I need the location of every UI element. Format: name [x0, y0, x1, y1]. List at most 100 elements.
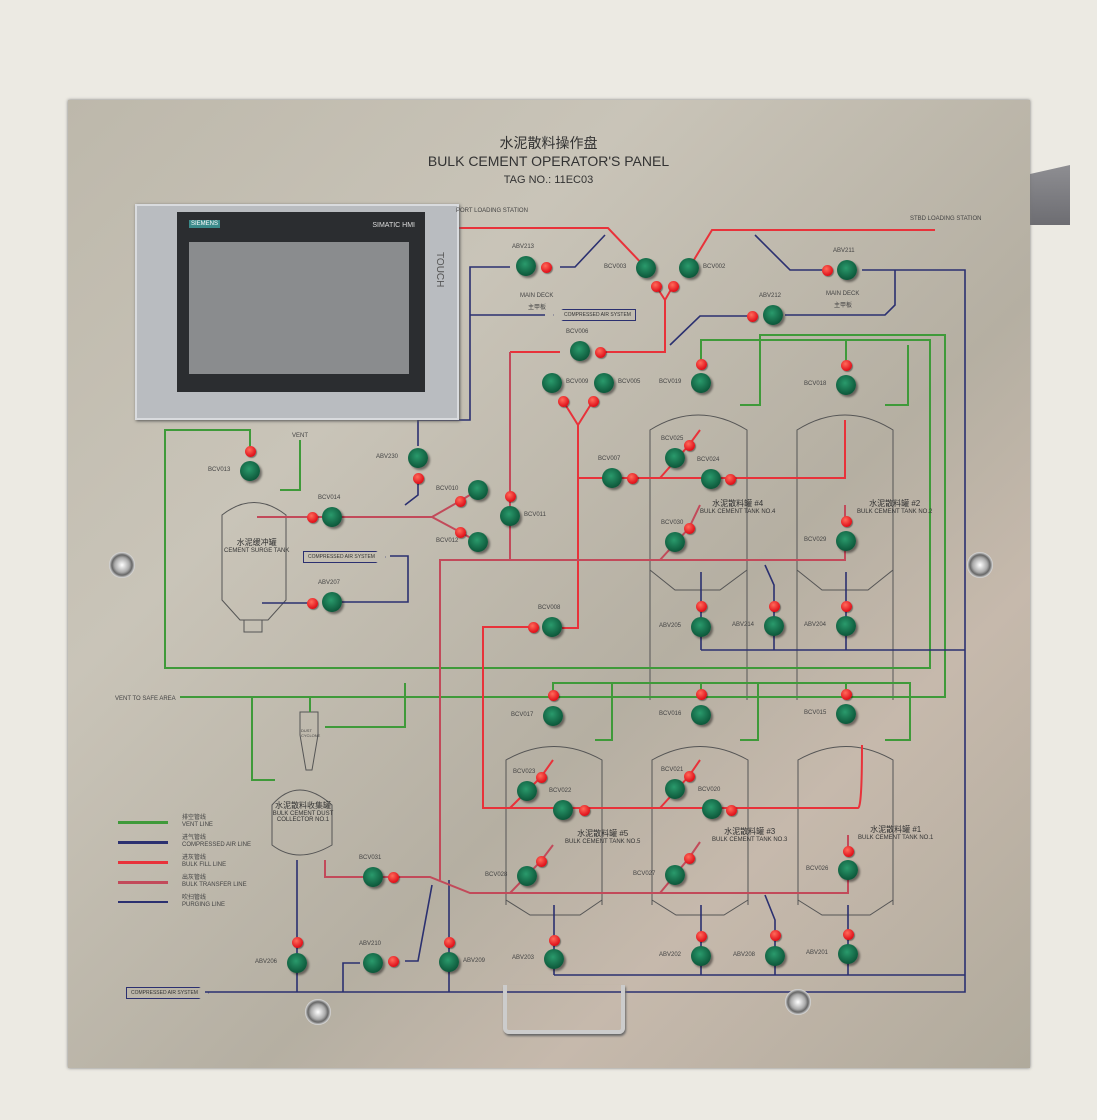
bcv016-button[interactable] [691, 705, 711, 725]
bcv020-indicator-lamp [725, 804, 737, 816]
abv212-indicator-lamp [746, 310, 758, 322]
abv203-button[interactable] [544, 949, 564, 969]
hmi-touch-panel[interactable]: SIEMENS SIMATIC HMI TOUCH [135, 204, 459, 420]
abv214-label: ABV214 [732, 622, 755, 628]
abv204-button[interactable] [836, 616, 856, 636]
bcv027-indicator-lamp [683, 852, 695, 864]
abv210-button[interactable] [363, 953, 383, 973]
abv213-label: ABV213 [512, 244, 535, 250]
bcv014-label: BCV014 [318, 495, 341, 501]
hmi-screen[interactable] [189, 242, 409, 374]
bcv023-indicator-lamp [535, 771, 547, 783]
legend-cn: 排空管线 [182, 815, 207, 821]
bcv014-button[interactable] [322, 507, 342, 527]
abv211-button[interactable] [837, 260, 857, 280]
bcv006-indicator-lamp [594, 346, 606, 358]
bcv002-button[interactable] [679, 258, 699, 278]
bcv012-button[interactable] [468, 532, 488, 552]
bcv023-button[interactable] [517, 781, 537, 801]
tank-2-en: BULK CEMENT TANK NO.2 [857, 509, 933, 515]
bcv030-button[interactable] [665, 532, 685, 552]
tag-number: TAG NO.: 11EC03 [503, 174, 594, 186]
bcv020-button[interactable] [702, 799, 722, 819]
bcv005-button[interactable] [594, 373, 614, 393]
legend-en: COMPRESSED AIR LINE [182, 842, 252, 848]
vent-lines [164, 334, 946, 781]
abv210-label: ABV210 [359, 941, 382, 947]
bcv010-label: BCV010 [436, 486, 459, 492]
bcv019-indicator-lamp [695, 358, 707, 370]
bcv017-label: BCV017 [511, 712, 534, 718]
bcv024-button[interactable] [701, 469, 721, 489]
dust-cyclone-outline [299, 711, 319, 771]
bcv028-indicator-lamp [535, 855, 547, 867]
title-cn: 水泥散料操作盘 [499, 135, 598, 151]
bcv011-label: BCV011 [524, 512, 546, 518]
abv212-label: ABV212 [759, 293, 782, 299]
abv207-button[interactable] [322, 592, 342, 612]
bcv018-button[interactable] [836, 375, 856, 395]
bcv031-button[interactable] [363, 867, 383, 887]
abv209-button[interactable] [439, 952, 459, 972]
bcv013-button[interactable] [240, 461, 260, 481]
bcv022-indicator-lamp [578, 804, 590, 816]
panel-screw [305, 999, 331, 1025]
bcv007-button[interactable] [602, 468, 622, 488]
bcv006-button[interactable] [570, 341, 590, 361]
panel-handle[interactable] [503, 985, 625, 1034]
bcv028-button[interactable] [517, 866, 537, 886]
tank-4-cn: 水泥散料罐 #4 [712, 499, 764, 508]
abv230-button[interactable] [408, 448, 428, 468]
bcv002-indicator-lamp [667, 280, 679, 292]
abv212-button[interactable] [763, 305, 783, 325]
bcv026-button[interactable] [838, 860, 858, 880]
abv214-button[interactable] [764, 616, 784, 636]
bcv022-label: BCV022 [549, 788, 572, 794]
tank-1-cn: 水泥散料罐 #1 [870, 825, 922, 834]
bcv031-label: BCV031 [359, 855, 382, 861]
abv204-indicator-lamp [840, 600, 852, 612]
bcv003-button[interactable] [636, 258, 656, 278]
legend-cn: 进气管线 [182, 835, 207, 841]
tank-4-outline [649, 414, 748, 700]
bcv011-button[interactable] [500, 506, 520, 526]
panel-screw [785, 989, 811, 1015]
abv208-button[interactable] [765, 946, 785, 966]
bcv009-button[interactable] [542, 373, 562, 393]
bcv027-button[interactable] [665, 865, 685, 885]
bcv010-button[interactable] [468, 480, 488, 500]
abv201-button[interactable] [838, 944, 858, 964]
bcv012-indicator-lamp [454, 526, 466, 538]
abv213-button[interactable] [516, 256, 536, 276]
bcv021-button[interactable] [665, 779, 685, 799]
surge-tank-en: CEMENT SURGE TANK [224, 548, 290, 554]
abv205-button[interactable] [691, 617, 711, 637]
bcv005-label: BCV005 [618, 379, 641, 385]
legend-en: PURGING LINE [182, 902, 226, 908]
tank-4-en: BULK CEMENT TANK NO.4 [700, 509, 776, 515]
bcv029-label: BCV029 [804, 537, 827, 543]
bcv022-button[interactable] [553, 800, 573, 820]
abv204-label: ABV204 [804, 622, 827, 628]
bcv029-button[interactable] [836, 531, 856, 551]
bcv015-button[interactable] [836, 704, 856, 724]
bcv016-indicator-lamp [695, 688, 707, 700]
bcv017-button[interactable] [543, 706, 563, 726]
legend-en: BULK TRANSFER LINE [182, 882, 247, 888]
bcv008-indicator-lamp [527, 621, 539, 633]
bcv008-button[interactable] [542, 617, 562, 637]
abv206-button[interactable] [287, 953, 307, 973]
abv202-button[interactable] [691, 946, 711, 966]
bcv025-button[interactable] [665, 448, 685, 468]
bcv012-label: BCV012 [436, 538, 459, 544]
surge-tank-outline [221, 502, 287, 633]
vent-label: VENT [292, 433, 309, 439]
bcv019-button[interactable] [691, 373, 711, 393]
bcv008-label: BCV008 [538, 605, 561, 611]
panel-screw [967, 552, 993, 578]
